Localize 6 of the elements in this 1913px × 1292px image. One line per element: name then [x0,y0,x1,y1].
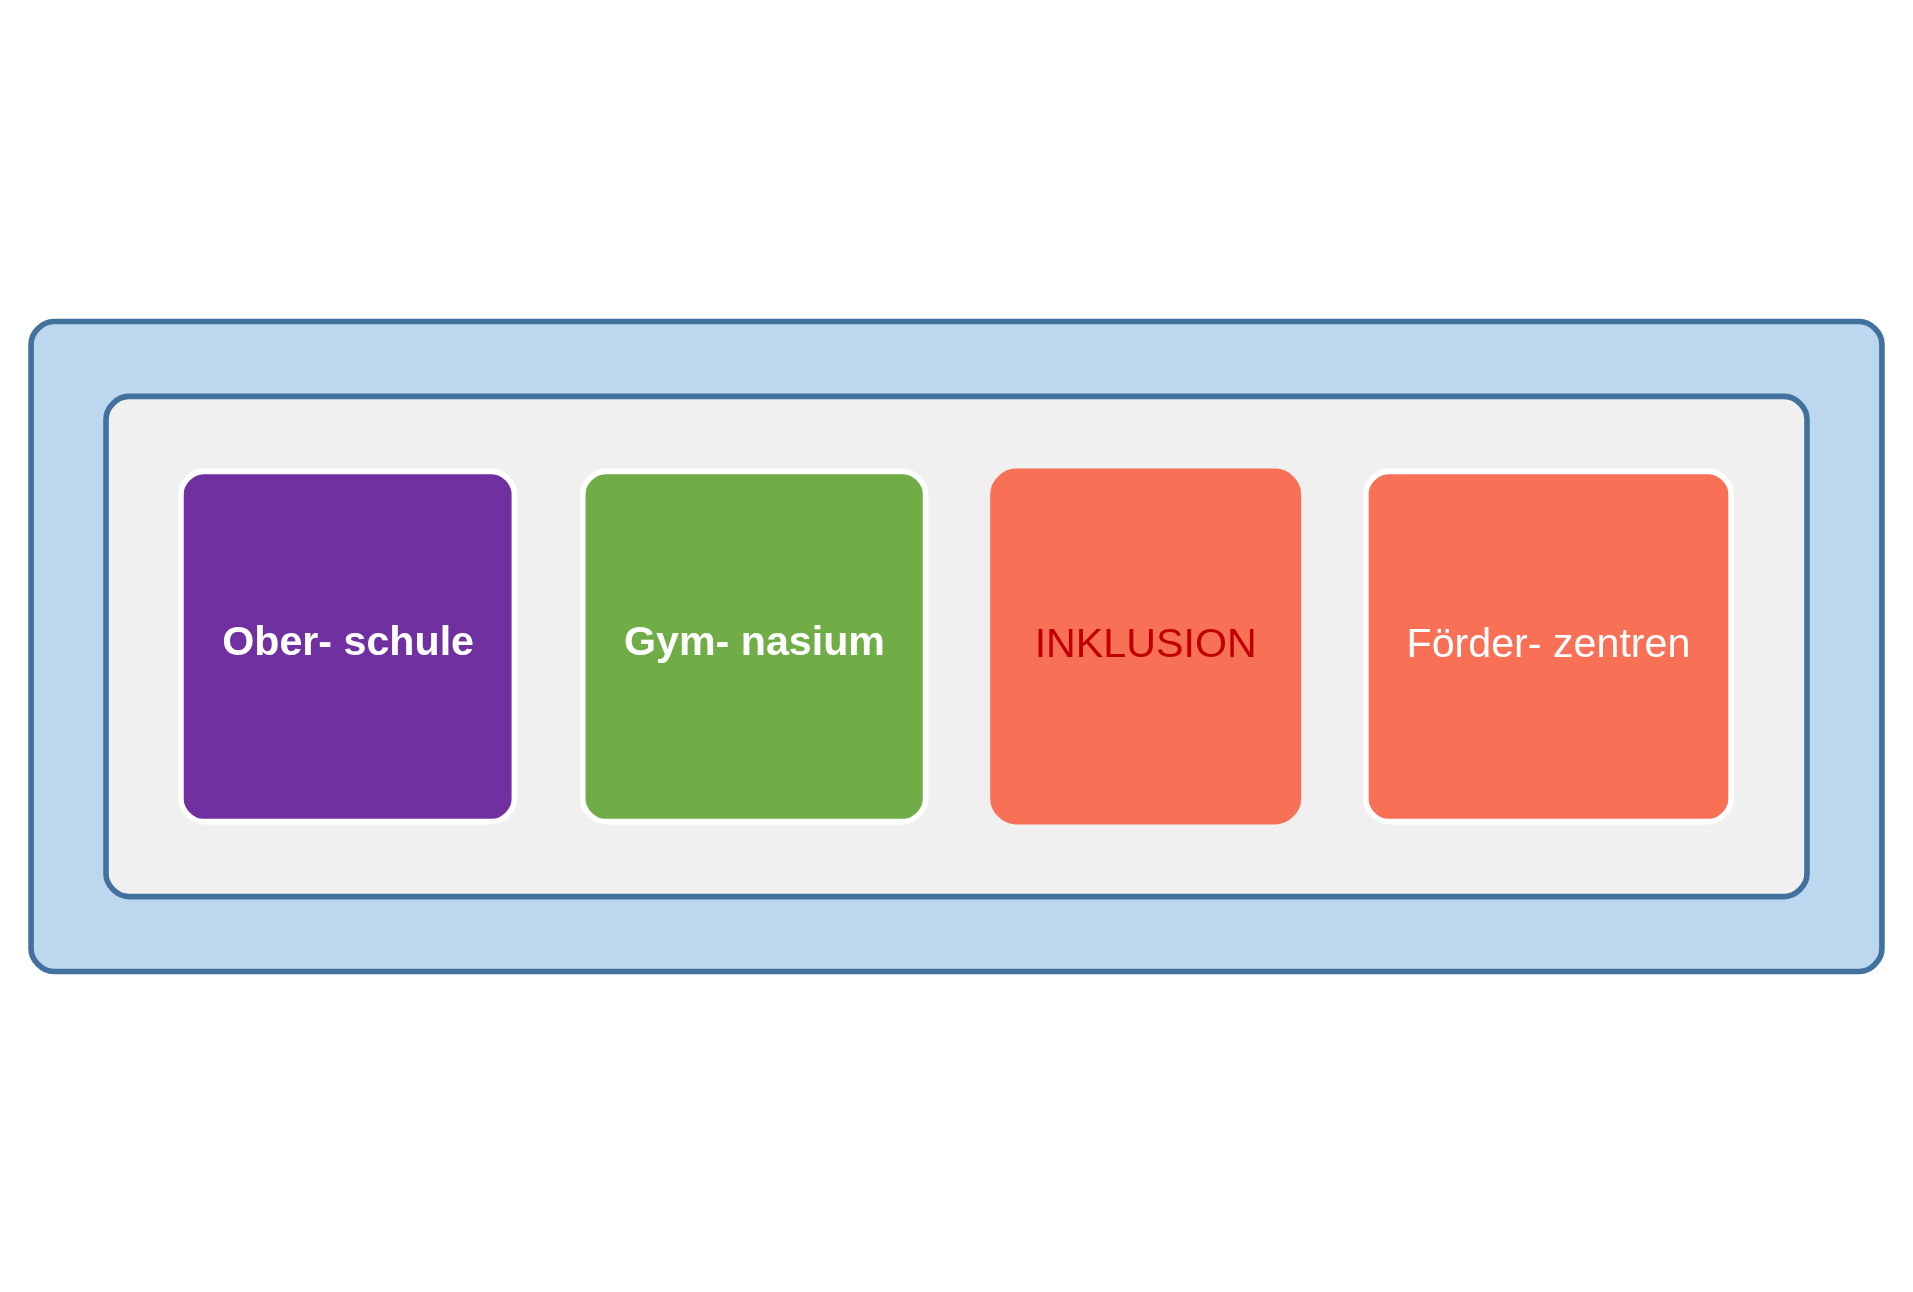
cluster [103,393,1810,899]
node-box: Gym- nasium [579,468,929,824]
cluster [28,318,1885,974]
node-box: INKLUSION [990,468,1302,824]
node-box: Förder- zentren [1363,468,1734,824]
node-box: Ober- schule [178,468,518,824]
